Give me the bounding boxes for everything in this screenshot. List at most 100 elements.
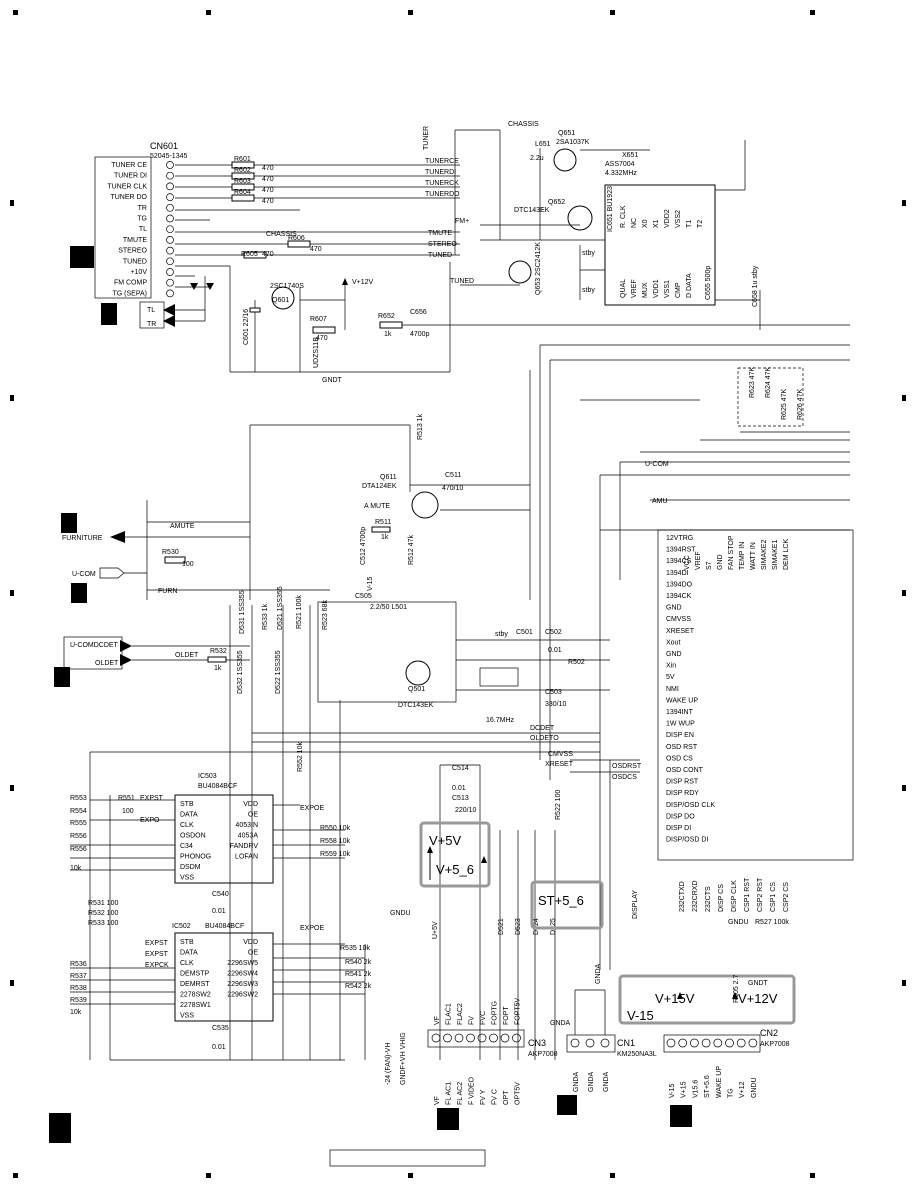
svg-text:R623 47K: R623 47K <box>749 367 756 398</box>
cn2-pin-label: GNDU <box>751 1077 758 1098</box>
svg-text:R552 10k: R552 10k <box>297 742 304 772</box>
ic651-pin-label: VSS1 <box>664 280 671 298</box>
cn2-pin-label: TG <box>728 1088 735 1098</box>
main-ic-pin-label: DISP/OSD CLK <box>666 802 715 809</box>
net-amute: AMUTE <box>170 523 195 530</box>
cn601-part: 52045-1345 <box>150 153 187 160</box>
ic651-pin-label: X1 <box>653 219 660 228</box>
svg-text:C514: C514 <box>452 765 469 772</box>
main-ic-pin-label: 1394RST <box>666 547 696 554</box>
cn3-pin-terminal <box>500 1033 510 1043</box>
ic503-right-pin: 4053A <box>238 833 259 840</box>
frame-ticks <box>10 10 906 1178</box>
svg-text:R542 2k: R542 2k <box>345 983 372 990</box>
cn601-pin-label: TG <box>137 216 147 223</box>
main-ic-top-pin: DEM LCK <box>783 539 790 570</box>
label-gndf: GNDF+VH VHIG <box>400 1032 407 1085</box>
svg-text:220/10: 220/10 <box>455 807 477 814</box>
cn3-pin-label: FL AC2 <box>457 1082 464 1105</box>
svg-text:C658 1u stby: C658 1u stby <box>752 265 759 307</box>
cn601-pin-label: TMUTE <box>123 237 147 244</box>
svg-text:V-15: V-15 <box>627 1008 654 1023</box>
ic503-block: IC503 BU4084BCF <box>174 773 274 884</box>
svg-text:R554: R554 <box>70 808 87 815</box>
ic651-pin-label: MUX <box>642 282 649 298</box>
main-ic-top-pin: VREF <box>695 551 702 570</box>
svg-text:BU4084BCF: BU4084BCF <box>198 783 237 790</box>
svg-text:R603: R603 <box>234 178 251 185</box>
ic502-left-pin: DEMSTP <box>180 971 210 978</box>
svg-text:470: 470 <box>262 198 274 205</box>
svg-text:Q652: Q652 <box>548 199 565 206</box>
net-osdcs: OSDCS <box>612 774 637 781</box>
ic651-pin-label: R. CLK <box>620 205 627 228</box>
svg-text:D532 1SS355: D532 1SS355 <box>237 650 244 694</box>
svg-text:2SC1740S: 2SC1740S <box>270 283 304 290</box>
main-ic-pin-label: DISP DI <box>666 825 691 832</box>
svg-text:470: 470 <box>316 335 328 342</box>
svg-text:330/10: 330/10 <box>545 701 567 708</box>
cn3-pin-terminal <box>443 1033 452 1043</box>
cn2-pin-terminal <box>736 1038 746 1048</box>
net-amu: AMU <box>652 498 668 505</box>
net-tunerce: TUNERCE <box>425 158 459 165</box>
cn3-net-label: FOPT5V <box>515 997 522 1025</box>
net-tuned-2: TUNED <box>450 278 474 285</box>
svg-text:470/10: 470/10 <box>442 485 464 492</box>
svg-text:R511: R511 <box>375 519 391 526</box>
cn601-pin-label: TUNER CE <box>111 162 147 169</box>
svg-text:Q501: Q501 <box>408 686 425 693</box>
ic503-right-pin: VDD <box>243 801 258 808</box>
tl-tr-outputs: TL TR <box>139 276 214 329</box>
svg-text:KM250NA3L: KM250NA3L <box>617 1051 657 1058</box>
c513-block: C514 0.01 C513 220/10 R522 100 GNDU U+5V… <box>390 764 562 1060</box>
main-ic-top-pin: S7 <box>706 561 713 570</box>
cn601-pin-terminal <box>166 225 174 234</box>
cn1-pin-label: GNDA <box>573 1071 580 1092</box>
svg-text:R533 100: R533 100 <box>88 920 118 927</box>
main-ic-bottom-pin: DISP CS <box>718 884 725 912</box>
svg-text:R625 47K: R625 47K <box>781 389 788 420</box>
ic502-right-pin: OE <box>248 950 258 957</box>
main-ic-outline <box>657 529 854 861</box>
net-ucom-2: U-COM <box>645 461 669 468</box>
svg-text:AKP7008: AKP7008 <box>528 1051 558 1058</box>
svg-text:V+12V: V+12V <box>352 279 374 286</box>
svg-text:A MUTE: A MUTE <box>364 503 390 510</box>
svg-text:R539: R539 <box>70 997 87 1004</box>
cn3-net-label: FVC <box>480 1011 487 1025</box>
svg-text:BU4084BCF: BU4084BCF <box>205 923 244 930</box>
svg-text:R604: R604 <box>234 189 251 196</box>
svg-text:C540: C540 <box>212 891 229 898</box>
main-ic-bottom-pin: CSP1 CS <box>770 882 777 912</box>
cn3-pin-terminal <box>477 1033 487 1043</box>
main-ic-pin-label: XRESET <box>666 628 695 635</box>
net-tmute: TMUTE <box>428 230 452 237</box>
svg-text:DTC143EK: DTC143EK <box>398 702 434 709</box>
cn3-net-label: VF <box>434 1016 441 1025</box>
cn601-pin-label: TR <box>138 205 147 212</box>
cn2-pin-terminal <box>713 1038 723 1048</box>
svg-text:R540 2k: R540 2k <box>345 959 372 966</box>
cn601-pin-terminal <box>166 246 174 255</box>
svg-text:V-15: V-15 <box>367 576 374 591</box>
cn601-pin-terminal <box>166 257 174 266</box>
svg-text:C503: C503 <box>545 689 562 696</box>
main-ic-pin-label: DISP DO <box>666 813 695 820</box>
label-chassis-1: CHASSIS <box>266 231 297 238</box>
ic651-pin-label: D DATA <box>686 273 693 298</box>
svg-text:CN3: CN3 <box>528 1038 546 1048</box>
svg-text:C535: C535 <box>212 1025 229 1032</box>
ic651-pin-label: T1 <box>686 220 693 228</box>
ic502-left-pin: DATA <box>180 950 198 957</box>
ic503-left-pin: C34 <box>180 843 193 850</box>
cn2-pin-terminal <box>725 1038 734 1048</box>
svg-text:0.01: 0.01 <box>212 1044 226 1051</box>
svg-text:D531 1SS355: D531 1SS355 <box>239 590 246 634</box>
cn601-pin-terminal <box>166 203 174 212</box>
svg-text:ST+5_6: ST+5_6 <box>538 893 584 908</box>
svg-text:R533 1k: R533 1k <box>262 603 269 630</box>
ic651-pin-label: X0 <box>642 219 649 228</box>
